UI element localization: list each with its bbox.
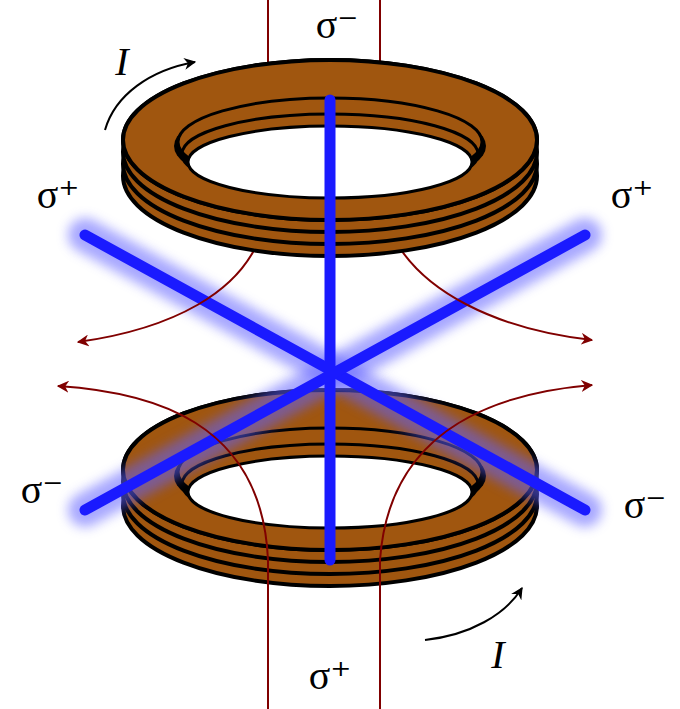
current-label: I [491,635,504,675]
vertical-beam [330,100,331,560]
polarization-label: σ⁺ [309,656,352,696]
current-label: I [115,42,128,82]
polarization-label: σ⁺ [37,175,80,215]
current-arrows [105,62,522,640]
field-lines [58,0,592,709]
polarization-label: σ⁻ [624,485,667,525]
polarization-label: σ⁻ [316,5,359,45]
polarization-label: σ⁺ [611,175,654,215]
polarization-label: σ⁻ [21,470,64,510]
